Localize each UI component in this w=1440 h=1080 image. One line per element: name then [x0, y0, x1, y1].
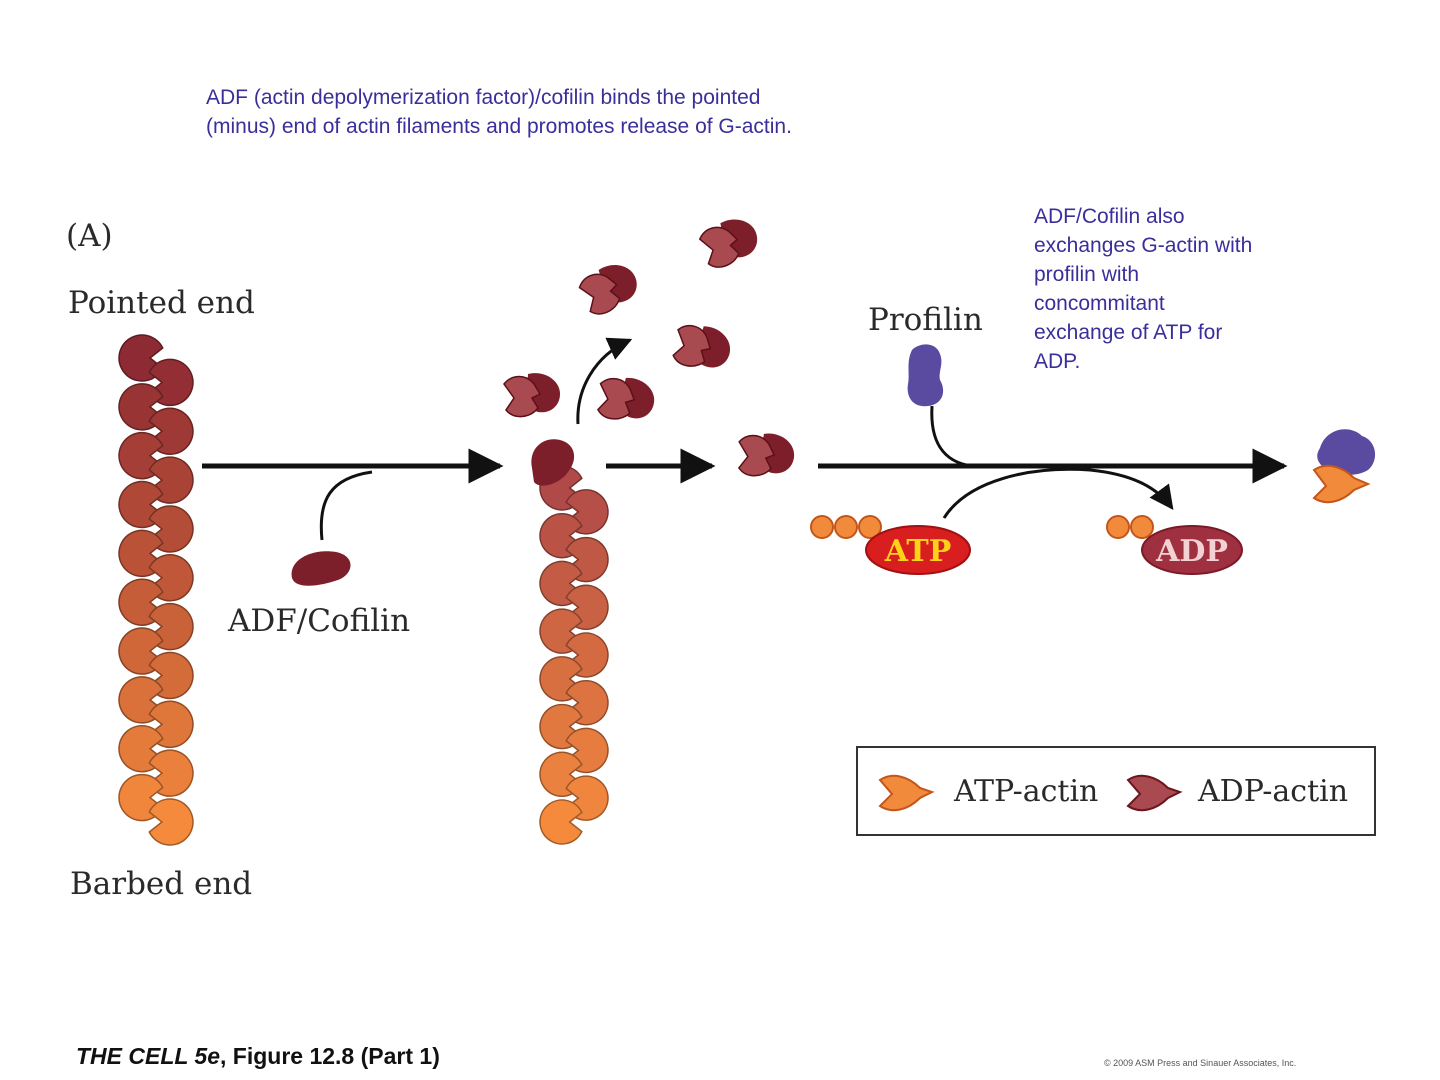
atp-actin-legend-icon — [878, 774, 935, 812]
adp-actin-monomer — [503, 373, 560, 418]
adf-cofilin-protein — [291, 551, 351, 586]
adp-molecule: ADP — [1106, 515, 1243, 575]
profilin-label: Profilin — [868, 302, 983, 338]
copyright: © 2009 ASM Press and Sinauer Associates,… — [1104, 1058, 1297, 1068]
profilin-input-curve — [930, 405, 973, 468]
footer-book: THE CELL 5e — [76, 1043, 220, 1069]
atp-actin-monomer — [1312, 464, 1371, 504]
panel-label: (A) — [66, 218, 113, 254]
header-note: ADF (actin depolymerization factor)/cofi… — [206, 83, 792, 141]
atp-label: ATP — [884, 534, 952, 569]
adp-actin-monomer — [578, 264, 637, 315]
side-note-line: concommitant — [1034, 292, 1165, 315]
legend-adp-actin: ADP-actin — [1198, 774, 1349, 809]
release-arrow — [576, 337, 633, 425]
profilin-protein — [907, 344, 944, 407]
barbed-end-label: Barbed end — [70, 866, 253, 902]
cofilin-input-curve — [319, 470, 373, 541]
legend-atp-actin: ATP-actin — [954, 774, 1099, 809]
nucleotide-exchange-arrow — [942, 467, 1174, 519]
profilin-bound — [1317, 429, 1376, 475]
side-note-line: ADP. — [1034, 350, 1081, 373]
profilin-atp-actin-complex — [1312, 429, 1376, 504]
actin-filament-shortened — [531, 439, 609, 845]
atp-molecule: ATP — [810, 515, 971, 575]
side-note-line: ADF/Cofilin also — [1034, 205, 1185, 228]
adp-actin-monomer — [672, 324, 731, 368]
actin-filament-full — [118, 334, 194, 846]
legend: ATP-actin ADP-actin — [856, 746, 1376, 836]
header-note-line-1: ADF (actin depolymerization factor)/cofi… — [206, 86, 761, 109]
adp-actin-monomer — [597, 377, 655, 420]
adp-actin-legend-icon — [1126, 774, 1183, 812]
actin-monomer — [148, 798, 194, 846]
adp-label: ADP — [1155, 534, 1228, 569]
side-note: ADF/Cofilin also exchanges G-actin with … — [1034, 202, 1252, 376]
adf-cofilin-label: ADF/Cofilin — [228, 603, 411, 639]
released-g-actin-group — [503, 219, 795, 477]
figure-footer: THE CELL 5e, Figure 12.8 (Part 1) — [76, 1043, 440, 1070]
actin-monomer — [539, 799, 583, 845]
legend-icons — [878, 774, 1183, 812]
side-note-line: exchange of ATP for — [1034, 321, 1223, 344]
side-note-line: exchanges G-actin with — [1034, 234, 1253, 257]
pointed-end-label: Pointed end — [68, 285, 255, 321]
adp-actin-monomer — [737, 433, 795, 477]
footer-figure: , Figure 12.8 (Part 1) — [220, 1043, 440, 1069]
header-note-line-2: (minus) end of actin filaments and promo… — [206, 115, 792, 138]
adp-actin-monomer — [698, 219, 758, 268]
side-note-line: profilin with — [1034, 263, 1140, 286]
bound-cofilin — [531, 439, 575, 486]
